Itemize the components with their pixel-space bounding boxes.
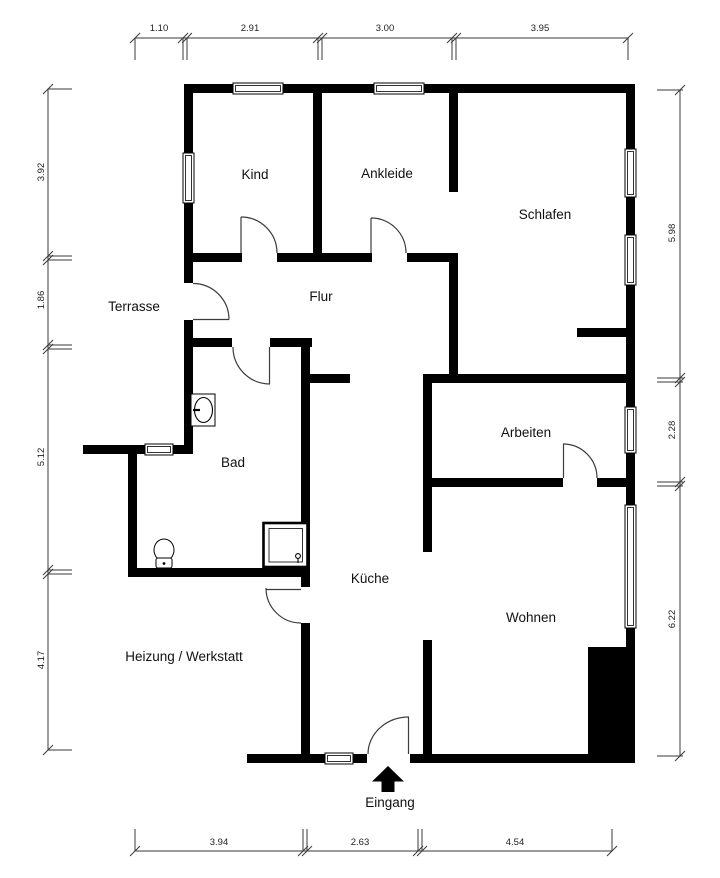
room-label-kind: Kind bbox=[241, 167, 268, 182]
wall-bottom-right bbox=[410, 754, 635, 763]
wall-arbeiten-south-b bbox=[597, 478, 626, 487]
window-kind-top bbox=[232, 82, 284, 95]
chimney-block bbox=[588, 647, 635, 763]
room-label-wohnen: Wohnen bbox=[506, 610, 556, 625]
dim-top: 1.10 2.91 3.00 3.95 bbox=[129, 23, 634, 60]
wall-flur-south-a bbox=[193, 338, 232, 347]
dim-bottom-2: 4.54 bbox=[506, 837, 525, 848]
room-label-schlafen: Schlafen bbox=[519, 207, 572, 222]
wall-terrasse-south bbox=[83, 445, 193, 454]
wall-left-lower bbox=[184, 320, 193, 454]
room-label-bad: Bad bbox=[221, 455, 245, 470]
shower-icon bbox=[262, 521, 309, 569]
fixtures bbox=[153, 393, 309, 569]
dim-top-3: 3.95 bbox=[531, 23, 550, 34]
doors bbox=[192, 216, 598, 755]
wall-flur-east bbox=[449, 253, 458, 383]
wall-kueche-west-upper bbox=[301, 338, 310, 587]
entrance-arrow-icon bbox=[372, 766, 404, 792]
door-ankleide bbox=[370, 217, 407, 254]
dim-left-1: 1.86 bbox=[36, 291, 47, 310]
door-terrasse bbox=[192, 282, 230, 321]
wall-flur-south-b bbox=[270, 338, 312, 347]
wall-flur-north-c bbox=[407, 253, 458, 262]
door-eingang bbox=[367, 716, 410, 755]
sink-icon bbox=[190, 393, 216, 427]
door-kind bbox=[240, 216, 278, 254]
dim-bottom-1: 2.63 bbox=[351, 837, 370, 848]
window-bad-terrasse bbox=[144, 443, 174, 456]
window-kind-left bbox=[182, 152, 195, 204]
wall-arbeiten-north bbox=[427, 374, 635, 383]
wall-kueche-north-stub bbox=[310, 374, 350, 383]
dim-right-2: 6.22 bbox=[667, 610, 678, 629]
room-label-flur: Flur bbox=[309, 289, 333, 304]
door-arbeiten bbox=[562, 443, 598, 479]
room-labels: Kind Ankleide Schlafen Terrasse Flur Bad… bbox=[108, 166, 571, 810]
dim-right-1: 2.28 bbox=[667, 421, 678, 440]
wall-flur-north-b bbox=[277, 253, 372, 262]
door-heizung bbox=[265, 587, 302, 624]
wall-kueche-west-lower bbox=[301, 623, 310, 754]
window-ankleide-top bbox=[373, 82, 425, 95]
wall-schlafen-niche-stub bbox=[577, 328, 635, 337]
wall-kind-ankleide bbox=[313, 84, 322, 262]
wall-flur-north-a bbox=[184, 253, 242, 262]
dim-top-0: 1.10 bbox=[150, 23, 169, 34]
wall-bottom-left bbox=[247, 754, 367, 763]
wall-arbeiten-south-a bbox=[423, 478, 563, 487]
wall-bad-west bbox=[128, 454, 137, 577]
window-kueche-bottom bbox=[324, 752, 354, 765]
dim-top-1: 2.91 bbox=[241, 23, 260, 34]
room-label-terrasse: Terrasse bbox=[108, 299, 160, 314]
dim-left-0: 3.92 bbox=[36, 163, 47, 182]
room-label-arbeiten: Arbeiten bbox=[501, 425, 551, 440]
entrance-label: Eingang bbox=[365, 795, 415, 810]
room-label-heizung: Heizung / Werkstatt bbox=[125, 649, 243, 664]
window-wohnen-right bbox=[624, 504, 637, 629]
door-bad bbox=[232, 346, 271, 385]
dim-left-2: 5.12 bbox=[36, 448, 47, 467]
dim-bottom: 3.94 2.63 4.54 bbox=[129, 829, 618, 857]
wall-wohnen-west bbox=[423, 640, 432, 754]
room-label-ankleide: Ankleide bbox=[361, 166, 413, 181]
window-schlafen-right-2 bbox=[624, 234, 637, 286]
dim-left: 3.92 1.86 5.12 4.17 bbox=[36, 83, 72, 756]
window-schlafen-right-1 bbox=[624, 148, 637, 198]
wall-bad-south bbox=[128, 568, 310, 577]
toilet-icon bbox=[153, 538, 175, 569]
room-label-kueche: Küche bbox=[351, 571, 389, 586]
dim-right: 5.98 2.28 6.22 bbox=[657, 84, 686, 762]
windows bbox=[144, 82, 637, 765]
dim-bottom-0: 3.94 bbox=[210, 837, 229, 848]
wall-ankleide-schlafen bbox=[449, 84, 458, 192]
dim-top-2: 3.00 bbox=[376, 23, 395, 34]
dim-right-0: 5.98 bbox=[667, 224, 678, 243]
dim-left-3: 4.17 bbox=[36, 651, 47, 670]
wall-arbeiten-west bbox=[423, 374, 432, 552]
window-arbeiten-right bbox=[624, 406, 637, 454]
